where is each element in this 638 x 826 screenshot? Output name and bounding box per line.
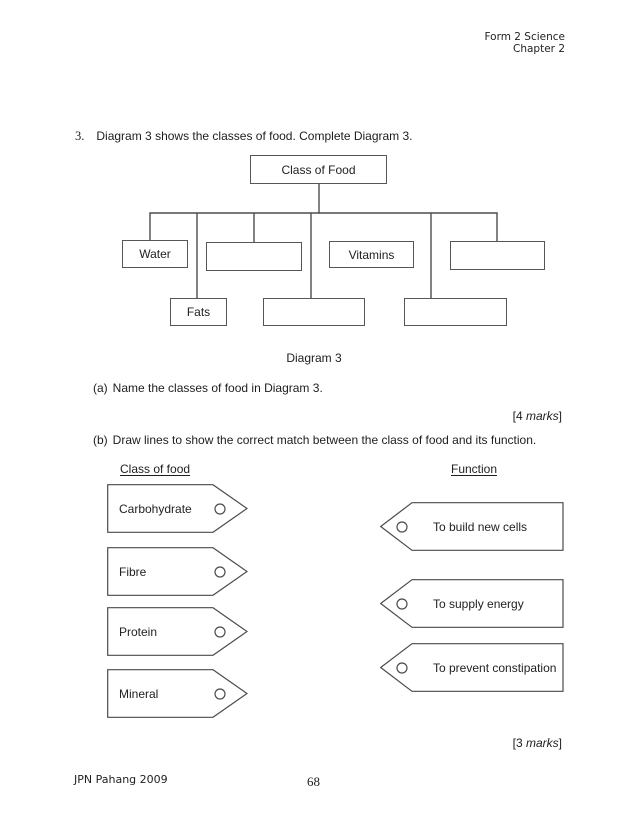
connector-circle — [396, 598, 408, 610]
class-tag-protein: Protein — [107, 607, 248, 656]
page-number: 68 — [307, 774, 320, 789]
diagram-box-empty-3 — [263, 298, 365, 326]
class-tag-shape — [107, 484, 248, 533]
class-tag-shape — [107, 607, 248, 656]
part-a-marks: [4 marks] — [513, 409, 562, 423]
diagram-box-empty-2 — [450, 241, 545, 270]
function-tag-supply-energy: To supply energy — [380, 579, 564, 628]
footer-credit: JPN Pahang 2009 — [74, 773, 168, 786]
connector-circle — [214, 503, 226, 515]
class-tag-label: Mineral — [119, 686, 159, 701]
question-number: 3. — [75, 129, 85, 143]
connector-circle — [214, 566, 226, 578]
marks-word: marks — [525, 409, 559, 423]
marks-close: ] — [558, 736, 562, 750]
connector-circle — [396, 662, 408, 674]
question-line: 3. Diagram 3 shows the classes of food. C… — [75, 129, 413, 144]
part-b-line: (b) Draw lines to show the correct match … — [93, 433, 536, 447]
part-b-text: Draw lines to show the correct match bet… — [112, 433, 537, 447]
function-tag-prevent-constipation: To prevent constipation — [380, 643, 564, 692]
part-b-marks: [3 marks] — [513, 736, 562, 750]
diagram-caption: Diagram 3 — [286, 351, 342, 365]
diagram-box-fats: Fats — [170, 298, 227, 326]
diagram-box-root: Class of Food — [250, 155, 387, 184]
diagram-connector-lines — [149, 184, 498, 299]
class-tag-mineral: Mineral — [107, 669, 248, 718]
class-tag-shape — [107, 547, 248, 596]
diagram-box-water: Water — [122, 240, 188, 268]
function-tag-shape — [380, 643, 564, 692]
marks-close: ] — [558, 409, 562, 423]
class-tag-shape — [107, 669, 248, 718]
marks-open: [3 — [512, 736, 526, 750]
class-tag-fibre: Fibre — [107, 547, 248, 596]
marks-open: [4 — [512, 409, 526, 423]
diagram-box-empty-1 — [206, 242, 302, 271]
function-tag-label: To build new cells — [433, 519, 528, 534]
question-text: Diagram 3 shows the classes of food. Com… — [96, 129, 413, 143]
class-tag-label: Carbohydrate — [119, 501, 192, 516]
diagram-box-vitamins: Vitamins — [329, 241, 414, 268]
function-header: Function — [451, 462, 498, 476]
diagram-box-empty-4 — [404, 298, 507, 326]
part-b-label: (b) — [93, 433, 108, 447]
class-tag-label: Protein — [119, 624, 158, 639]
connector-circle — [214, 626, 226, 638]
header-course: Form 2 Science — [484, 31, 565, 43]
function-tag-label: To supply energy — [433, 596, 524, 611]
class-tag-carbohydrate: Carbohydrate — [107, 484, 248, 533]
function-tag-label: To prevent constipation — [433, 660, 557, 675]
marks-word: marks — [525, 736, 559, 750]
function-tag-shape — [380, 579, 564, 628]
part-a-label: (a) — [93, 381, 108, 395]
part-a-text: Name the classes of food in Diagram 3. — [112, 381, 323, 395]
part-a-line: (a) Name the classes of food in Diagram 3… — [93, 381, 323, 395]
header-chapter: Chapter 2 — [513, 43, 565, 55]
class-tag-label: Fibre — [119, 564, 147, 579]
page-header: Form 2 Science Chapter 2 — [484, 31, 565, 55]
function-tag-build-cells: To build new cells — [380, 502, 564, 551]
connector-circle — [214, 688, 226, 700]
function-tag-shape — [380, 502, 564, 551]
connector-circle — [396, 521, 408, 533]
class-of-food-header: Class of food — [120, 462, 191, 476]
